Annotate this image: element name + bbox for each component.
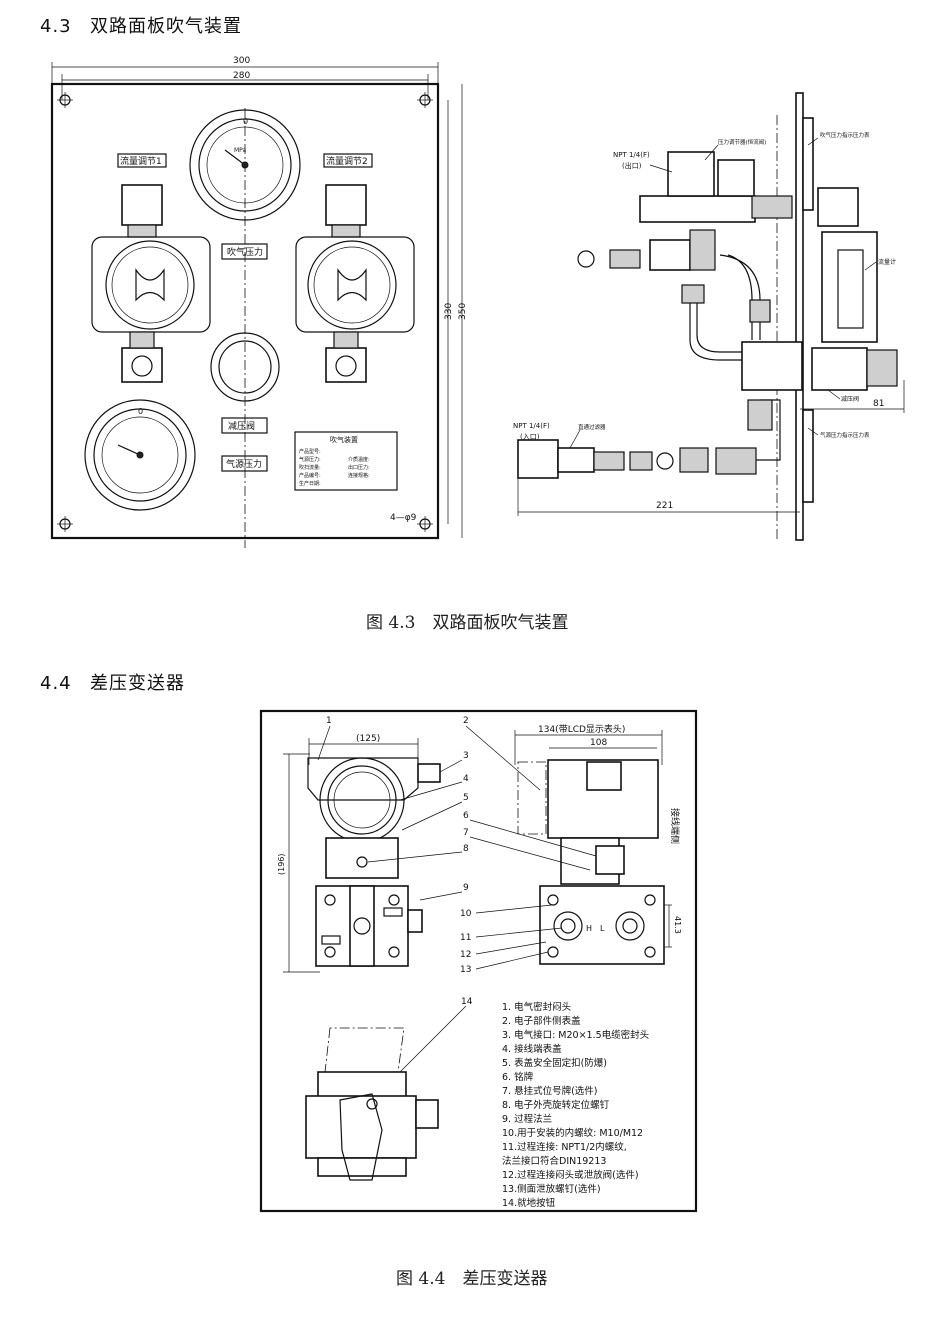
source-pressure-gauge: 0: [84, 399, 196, 511]
legend-item: 1. 电气密封闷头: [502, 1001, 571, 1013]
dim-125: (125): [356, 734, 380, 744]
legend-item: 9. 过程法兰: [502, 1113, 552, 1125]
dim-81: 81: [873, 399, 884, 409]
legend-item: 14.就地按钮: [502, 1197, 556, 1209]
section-4-4-heading: 4.4 差压变送器: [40, 669, 185, 695]
panel-side-view: 221 81 NPT 1/4(F) (出口) 压力调节器(恒流阀) 吹气压力指示…: [513, 92, 905, 541]
reducer-knob: [210, 332, 280, 402]
section-number: 4.3: [40, 16, 72, 37]
callout-13: 13: [460, 965, 471, 975]
legend-item: 5. 表盖安全固定扣(防爆): [502, 1057, 607, 1069]
nameplate-title: 吹气装置: [330, 435, 358, 444]
section-title: 差压变送器: [90, 673, 185, 694]
gauge-unit: MPa: [234, 147, 247, 154]
callout-7: 7: [463, 828, 469, 838]
callout-10: 10: [460, 909, 472, 919]
purge-pressure-gauge: MPa 0: [189, 109, 301, 221]
nameplate-field: 产品编号:: [299, 472, 321, 479]
legend-item: 12.过程连接闷头或泄放阀(选件): [502, 1169, 639, 1181]
callout-1: 1: [326, 716, 332, 726]
dim-108: 108: [590, 738, 607, 748]
callout-12: 12: [460, 950, 471, 960]
reducer-label: 减压阀: [228, 420, 255, 432]
source-gauge-label: 气源压力指示压力表: [820, 431, 870, 439]
legend-item: 4. 接线端表盖: [502, 1043, 562, 1055]
flow-label-1: 流量调节1: [120, 155, 162, 167]
legend-item: 3. 电气接口: M20×1.5电缆密封头: [502, 1029, 649, 1041]
section-title: 双路面板吹气装置: [90, 16, 242, 37]
legend-item: 2. 电子部件侧表盖: [502, 1015, 581, 1027]
transmitter-side-view: H L: [517, 759, 665, 965]
outlet-label: (出口): [622, 161, 642, 170]
holes-label: 4—φ9: [390, 513, 417, 523]
nameplate-field: 吹扫流量:: [299, 464, 321, 471]
source-pressure-label: 气源压力: [226, 458, 262, 470]
filter-label: 直通过滤器: [578, 423, 606, 431]
callout-3: 3: [463, 751, 469, 761]
dim-280: 280: [233, 71, 250, 81]
dim-330: 330: [444, 303, 454, 320]
legend-item: 法兰接口符合DIN19213: [502, 1155, 606, 1167]
legend-item: 6. 铭牌: [502, 1071, 534, 1083]
nameplate-field: 出口压力:: [348, 464, 370, 471]
legend-item: 10.用于安装的内螺纹: M10/M12: [502, 1127, 643, 1139]
npt-out: NPT 1/4(F): [613, 151, 650, 159]
inlet-label: (入口): [520, 433, 540, 441]
callout-6: 6: [463, 811, 469, 821]
dim-134: 134(带LCD显示表头): [538, 723, 625, 735]
transmitter-front-view: [307, 757, 441, 967]
regulator-label: 压力调节器(恒流阀): [718, 138, 766, 146]
callout-2: 2: [463, 716, 469, 726]
figure-frame: [259, 709, 698, 1213]
side-reducer-label: 减压阀: [841, 395, 859, 403]
callout-11: 11: [460, 933, 471, 943]
section-4-3-heading: 4.3 双路面板吹气装置: [40, 12, 242, 38]
figure-4-4-caption: 图 4.4 差压变送器: [396, 1269, 548, 1289]
svg-text:0: 0: [138, 407, 143, 416]
figure-4-3-caption: 图 4.3 双路面板吹气装置: [366, 613, 569, 633]
nameplate-field: 产品型号:: [299, 448, 321, 455]
purge-pressure-label: 吹气压力: [227, 246, 263, 258]
dim-300: 300: [233, 56, 250, 66]
callout-14: 14: [461, 997, 473, 1007]
dim-221: 221: [656, 501, 673, 511]
callout-9: 9: [463, 883, 469, 893]
callout-8: 8: [463, 844, 469, 854]
npt-in: NPT 1/4(F): [513, 422, 550, 430]
nameplate-field: 气源压力:: [299, 456, 321, 463]
flowmeter-2: [295, 184, 415, 383]
transmitter-rear-view: [305, 1027, 439, 1181]
legend-item: 13.侧面泄放螺钉(选件): [502, 1183, 601, 1195]
purge-gauge-label: 吹气压力指示压力表: [820, 131, 870, 139]
flowmeter-1: [91, 184, 211, 383]
nameplate-field: 连接规格:: [348, 472, 370, 479]
nameplate-field: 生产日期:: [299, 480, 321, 487]
callout-5: 5: [463, 793, 469, 803]
svg-text:H: H: [586, 924, 592, 933]
panel-front-view: 300 280 4—φ9 330 350 MPa 0 流: [50, 56, 468, 548]
flowmeter-label: 流量计: [878, 258, 896, 266]
dim-350: 350: [458, 303, 468, 320]
svg-text:L: L: [600, 924, 605, 933]
callout-4: 4: [463, 774, 469, 784]
nameplate-field: 介质温度:: [348, 456, 370, 463]
dim-41-3: 41.3: [673, 916, 682, 934]
legend-item: 8. 电子外壳旋转定位螺钉: [502, 1099, 610, 1111]
svg-text:0: 0: [243, 117, 248, 126]
legend: 1. 电气密封闷头 2. 电子部件侧表盖 3. 电气接口: M20×1.5电缆密…: [502, 1001, 649, 1209]
flow-label-2: 流量调节2: [326, 155, 368, 167]
section-number: 4.4: [40, 673, 72, 694]
nameplate: 吹气装置 产品型号: 气源压力: 吹扫流量: 产品编号: 生产日期: 介质温度:…: [294, 431, 398, 491]
wiring-side-label: 接线端侧: [669, 808, 681, 844]
dim-196: (196): [277, 853, 286, 875]
legend-item: 7. 悬挂式位号牌(选件): [502, 1085, 598, 1097]
transmitter-figure: (125) (196) 134(带LCD显示表头): [259, 709, 698, 1213]
legend-item: 11.过程连接: NPT1/2内螺纹,: [502, 1141, 627, 1153]
